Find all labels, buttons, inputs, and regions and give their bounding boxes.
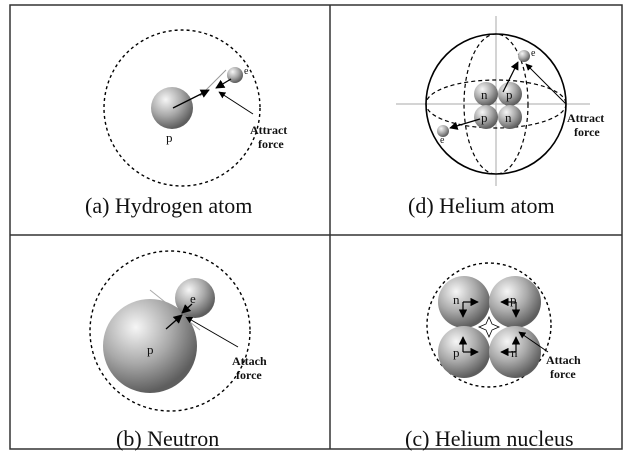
electron-bottom-label: e bbox=[440, 135, 445, 146]
proton-sphere bbox=[151, 87, 193, 129]
force-label-line1: Attach bbox=[546, 353, 581, 367]
proton-label: p bbox=[147, 342, 154, 357]
nucleon-top-left-label: n bbox=[481, 87, 488, 102]
force-arrow-proton bbox=[172, 89, 210, 109]
panel-c-caption: (c) Helium nucleus bbox=[405, 426, 574, 451]
panel-grid bbox=[9, 4, 623, 450]
nucleon-top-right bbox=[498, 82, 522, 106]
nucleon-bottom-right-label: n bbox=[505, 110, 512, 125]
outer-border bbox=[9, 4, 623, 450]
electron-top-sphere bbox=[518, 50, 530, 62]
panel-d-helium-atom: n p p n e e Attract force (d) Helium ato… bbox=[396, 16, 604, 218]
electron-top-label: e bbox=[531, 48, 536, 59]
force-label-line1: Attract bbox=[567, 111, 604, 125]
attach-arrows bbox=[458, 297, 521, 357]
meridian-ellipse bbox=[463, 33, 529, 175]
force-pointer bbox=[525, 63, 567, 105]
force-arrow-proton bbox=[165, 314, 183, 330]
panel-b-caption: (b) Neutron bbox=[116, 426, 219, 451]
electron-orbit bbox=[103, 29, 261, 187]
nucleon-top-right-label: p bbox=[506, 87, 513, 102]
electron-label: e bbox=[190, 291, 196, 306]
nucleon-bottom-left-label: p bbox=[481, 110, 488, 125]
center-star-shape bbox=[477, 315, 501, 339]
force-label-line2: force bbox=[258, 137, 284, 151]
force-pointer bbox=[218, 91, 254, 115]
force-label-line2: force bbox=[550, 367, 576, 381]
force-pointer bbox=[185, 316, 239, 348]
force-label-line2: force bbox=[574, 125, 600, 139]
force-pointer bbox=[518, 331, 549, 353]
panel-d-caption: (d) Helium atom bbox=[408, 193, 555, 218]
nucleon-bottom-left bbox=[474, 105, 498, 129]
panel-c-helium-nucleus: n p p n Attach force (c) Helium nucleus bbox=[405, 262, 581, 451]
force-label-line1: Attract bbox=[250, 123, 287, 137]
panel-a-hydrogen-atom: p e Attract force (a) Hydrogen atom bbox=[85, 29, 287, 218]
force-label-line2: force bbox=[236, 368, 262, 382]
panel-a-caption: (a) Hydrogen atom bbox=[85, 193, 252, 218]
proton-label: p bbox=[166, 130, 173, 145]
force-arrow-electron bbox=[215, 78, 232, 89]
force-arrow-electron bbox=[181, 303, 193, 314]
panel-b-neutron: p e Attach force (b) Neutron bbox=[89, 250, 267, 451]
nucleus-outline bbox=[426, 262, 552, 388]
electron-bottom-sphere bbox=[437, 125, 449, 137]
nucleon-top-left-label: n bbox=[453, 292, 460, 307]
nucleon-bottom-right-label: n bbox=[511, 345, 518, 360]
electron-label: e bbox=[244, 66, 249, 77]
force-label-line1: Attach bbox=[232, 354, 267, 368]
nucleon-top-left bbox=[474, 82, 498, 106]
center-star bbox=[477, 315, 501, 339]
force-arrow-top bbox=[502, 61, 519, 93]
neutron-outline bbox=[89, 250, 251, 412]
nucleon-top-right-label: p bbox=[510, 292, 517, 307]
nucleon-bottom-right bbox=[498, 105, 522, 129]
nucleon-bottom-left-label: p bbox=[453, 345, 460, 360]
force-arrow-bottom bbox=[449, 118, 481, 130]
